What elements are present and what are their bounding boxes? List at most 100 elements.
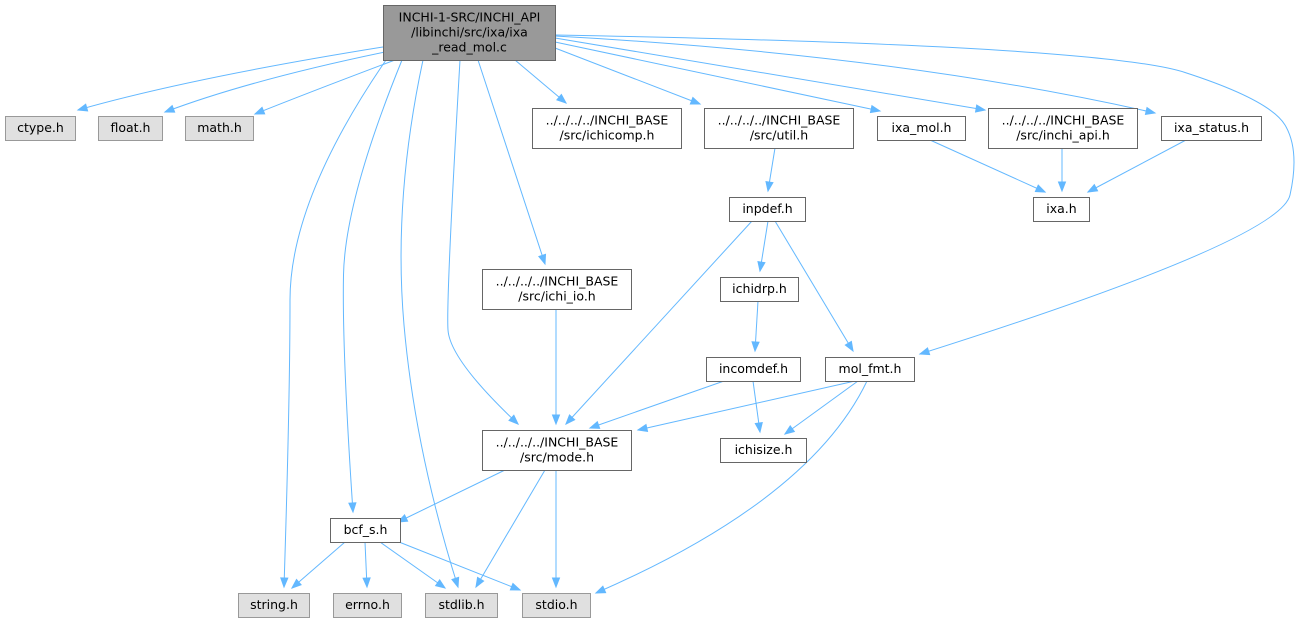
node-ichidrp[interactable]: ichidrp.h (720, 277, 799, 302)
edge-line (291, 541, 346, 589)
arrow-head (751, 341, 760, 353)
node-ichisize[interactable]: ichisize.h (720, 438, 807, 463)
edge-inpdef-to-mol_fmt (774, 220, 854, 353)
edge-incomdef-to-ichisize (752, 380, 763, 434)
arrow-head (1057, 181, 1067, 193)
node-root[interactable]: INCHI-1-SRC/INCHI_API/libinchi/src/ixa/i… (383, 5, 556, 61)
node-box (482, 269, 632, 310)
edge-line (554, 35, 1156, 114)
arrow-head (1144, 106, 1157, 116)
node-label: INCHI-1-SRC/INCHI_API (399, 10, 541, 25)
node-label: inpdef.h (742, 201, 792, 216)
edge-line (1087, 139, 1187, 193)
edge-ichidrp-to-incomdef (751, 300, 760, 353)
edge-line (447, 59, 519, 425)
node-string[interactable]: string.h (238, 593, 310, 618)
arrow-head (280, 577, 289, 589)
node-box (729, 197, 806, 222)
edge-root-to-stdlib (400, 59, 460, 589)
arrow-head (754, 422, 763, 434)
node-incomdef[interactable]: incomdef.h (706, 357, 801, 382)
edge-mode-to-stdlib (475, 469, 546, 589)
node-label: mol_fmt.h (839, 361, 902, 376)
edge-line (400, 59, 459, 588)
edge-root-to-mode (447, 59, 520, 425)
edge-line (589, 380, 725, 429)
edge-incomdef-to-mode (588, 380, 725, 429)
arrow-head (551, 414, 561, 426)
node-util[interactable]: ../../../../INCHI_BASE/src/util.h (704, 108, 854, 149)
node-box (98, 116, 163, 141)
edge-root-to-util (554, 47, 702, 105)
node-mode[interactable]: ../../../../INCHI_BASE/src/mode.h (482, 430, 632, 471)
edge-line (554, 34, 1295, 355)
edge-line (164, 51, 386, 113)
edge-line (774, 220, 854, 352)
node-label: ../../../../INCHI_BASE (1002, 113, 1125, 128)
node-box (704, 108, 854, 149)
node-inchi-api[interactable]: ../../../../INCHI_BASE/src/inchi_api.h (988, 108, 1138, 149)
node-label: ../../../../INCHI_BASE (546, 113, 669, 128)
node-label: math.h (197, 120, 242, 135)
node-math[interactable]: math.h (185, 116, 254, 141)
node-mol-fmt[interactable]: mol_fmt.h (825, 357, 915, 382)
arrow-head (974, 104, 987, 113)
arrow-head (869, 104, 882, 114)
node-bcf-s[interactable]: bcf_s.h (330, 518, 401, 543)
node-ixa[interactable]: ixa.h (1033, 197, 1090, 222)
edge-line (784, 380, 859, 435)
arrow-head (163, 104, 176, 113)
node-label: /src/ichicomp.h (560, 128, 655, 143)
node-float[interactable]: float.h (98, 116, 163, 141)
node-label: errno.h (345, 597, 390, 612)
edge-line (397, 469, 506, 523)
arrow-head (362, 577, 371, 589)
edge-root-to-string (280, 59, 387, 589)
arrow-head (783, 424, 796, 435)
node-ixa-mol[interactable]: ixa_mol.h (877, 116, 966, 141)
node-label: ../../../../INCHI_BASE (496, 435, 619, 450)
edge-mol_fmt-to-stdio (594, 380, 868, 594)
node-errno[interactable]: errno.h (333, 593, 402, 618)
edge-line (554, 47, 701, 105)
arrow-head (538, 253, 547, 266)
node-box (238, 593, 310, 618)
edge-inpdef-to-ichidrp (757, 220, 769, 273)
node-inpdef[interactable]: inpdef.h (729, 197, 806, 222)
node-ctype[interactable]: ctype.h (5, 116, 76, 141)
edge-line (475, 469, 546, 588)
node-label: ichisize.h (735, 442, 793, 457)
node-box (877, 116, 966, 141)
edge-line (77, 46, 384, 111)
arrow-head (565, 414, 576, 426)
node-label: stdlib.h (438, 597, 484, 612)
edge-line (565, 220, 753, 425)
node-box (1161, 116, 1262, 141)
edge-root-to-ixa_mol (554, 41, 882, 114)
node-box (988, 108, 1138, 149)
arrow-head (290, 578, 302, 589)
edge-root-to-mol_fmt (554, 34, 1295, 356)
edge-line (254, 59, 396, 115)
node-label: ixa_mol.h (892, 120, 952, 135)
node-label: ../../../../INCHI_BASE (496, 274, 619, 289)
node-ixa-status[interactable]: ixa_status.h (1161, 116, 1262, 141)
node-stdio[interactable]: stdio.h (522, 593, 591, 618)
edge-line (398, 541, 521, 591)
arrow-head (509, 582, 522, 591)
edge-ixa_mol-to-ixa (929, 139, 1047, 193)
node-ichicomp[interactable]: ../../../../INCHI_BASE/src/ichicomp.h (532, 108, 682, 149)
edge-bcf_s-to-stdio (398, 541, 522, 591)
arrow-head (551, 577, 561, 589)
node-ichi-io[interactable]: ../../../../INCHI_BASE/src/ichi_io.h (482, 269, 632, 310)
arrow-head (588, 420, 601, 429)
edge-root-to-ctype (76, 46, 384, 112)
node-stdlib[interactable]: stdlib.h (425, 593, 498, 618)
edge-root-to-math (253, 59, 396, 115)
edge-mol_fmt-to-mode (636, 380, 856, 433)
node-label: /src/ichi_io.h (518, 289, 595, 304)
edge-line (595, 380, 868, 594)
node-label: float.h (111, 120, 151, 135)
node-label: /src/util.h (750, 128, 808, 143)
node-box (1033, 197, 1090, 222)
